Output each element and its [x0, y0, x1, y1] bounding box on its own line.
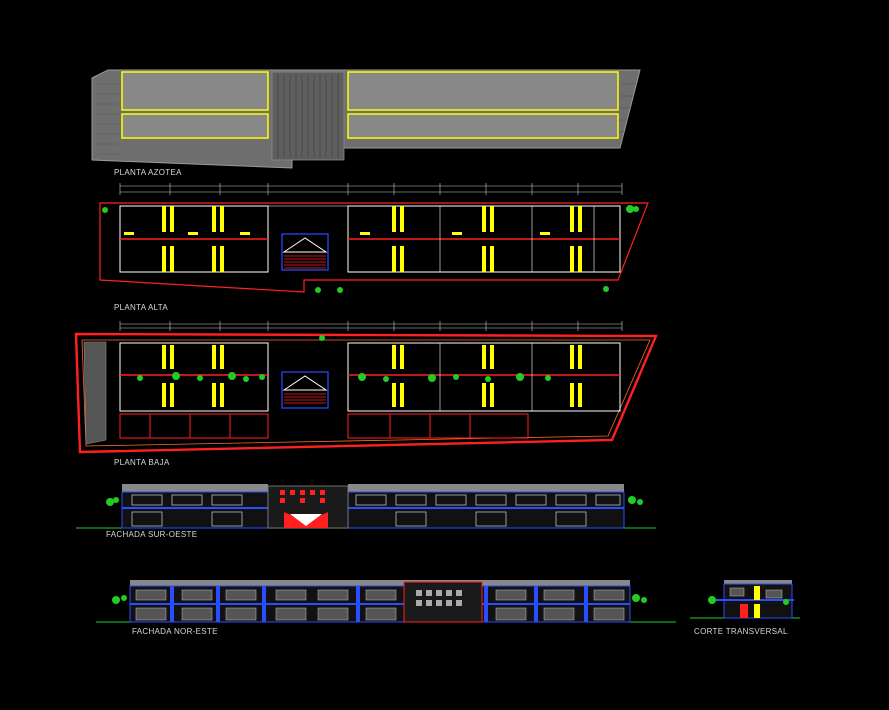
upper-central-stair	[281, 233, 329, 271]
title-fachada-sur-oeste: FACHADA SUR-OESTE	[106, 530, 198, 539]
roof-slab-1	[121, 71, 269, 111]
ground-plants	[137, 335, 551, 382]
roof-slab-4	[347, 113, 619, 139]
cross-section	[690, 580, 800, 619]
ground-floor-plan	[74, 321, 658, 454]
ground-site-outline	[74, 332, 658, 454]
ground-west-block	[119, 342, 269, 412]
title-corte-transversal: CORTE TRANSVERSAL	[694, 627, 788, 636]
ne-windows	[135, 589, 625, 621]
upper-slab-outline	[99, 202, 649, 293]
title-fachada-nor-este: FACHADA NOR-ESTE	[132, 627, 218, 636]
ne-central-core	[403, 581, 483, 623]
upper-plants	[102, 205, 639, 293]
roof-slab-2	[121, 113, 269, 139]
northeast-facade	[96, 580, 676, 623]
upper-floor-plan	[99, 183, 649, 293]
ne-roof	[130, 580, 630, 586]
ground-central-stair	[281, 371, 329, 409]
title-planta-baja: PLANTA BAJA	[114, 458, 170, 467]
ground-parking-strip	[83, 341, 107, 445]
roof-slab-3	[347, 71, 619, 111]
upper-dimension-lines	[119, 183, 623, 195]
title-planta-alta: PLANTA ALTA	[114, 303, 168, 312]
upper-walls	[124, 206, 582, 272]
title-planta-azotea: PLANTA AZOTEA	[114, 168, 182, 177]
sw-windows	[131, 494, 621, 527]
ground-walls	[162, 345, 582, 407]
ground-dimension-lines	[119, 321, 623, 331]
southwest-facade	[76, 484, 656, 529]
sw-central-lattice	[280, 490, 325, 503]
ground-front-shops	[119, 413, 529, 439]
sw-roof-east	[348, 484, 624, 492]
ground-east-block	[347, 342, 621, 412]
roof-plan	[91, 69, 641, 169]
ne-columns	[170, 586, 588, 622]
sw-roof-west	[122, 484, 268, 492]
